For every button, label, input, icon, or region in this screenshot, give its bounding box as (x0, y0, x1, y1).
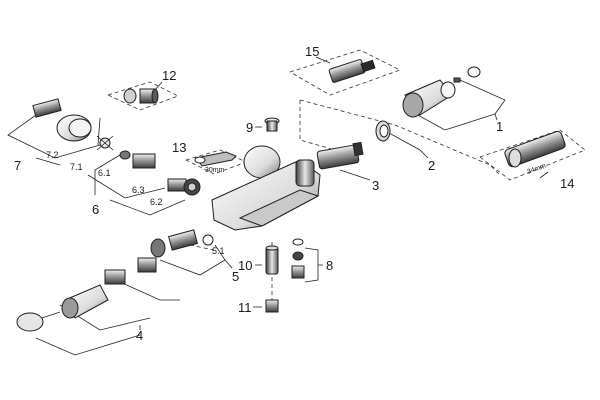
label-4: 4 (136, 328, 143, 343)
label-9: 9 (246, 120, 253, 135)
mixer-body (211, 145, 321, 231)
cartridge-part-15 (328, 59, 376, 83)
ring-part-2 (375, 120, 391, 142)
label-6: 6 (92, 202, 99, 217)
label-10: 10 (238, 258, 252, 273)
label-13: 13 (172, 140, 186, 155)
washer-part-7-1 (96, 135, 114, 151)
spanner-tool-part-13 (194, 151, 237, 167)
nipple-part-12 (123, 88, 159, 104)
label-15: 15 (305, 44, 319, 59)
label-1: 1 (496, 119, 503, 134)
label-2: 2 (428, 158, 435, 173)
handle-part-1 (402, 66, 481, 118)
spanner-size-label: 30mm (205, 167, 225, 174)
valve-part-7 (32, 98, 92, 142)
sleeve-part-14 (504, 130, 566, 168)
label-6-3: 6.3 (132, 185, 145, 195)
label-8: 8 (326, 258, 333, 273)
label-14: 14 (560, 176, 574, 191)
seals-part-8 (291, 238, 305, 279)
label-7: 7 (14, 158, 21, 173)
label-7-2: 7.2 (46, 150, 59, 160)
label-5-1: 5.1 (212, 246, 225, 256)
fitting-part-5 (150, 229, 214, 258)
cap-part-9 (264, 117, 280, 132)
handle-part-4 (16, 257, 157, 332)
label-12: 12 (162, 68, 176, 83)
thermo-cartridge-part-3 (316, 141, 364, 170)
label-11: 11 (238, 300, 252, 315)
nut-part-11 (265, 299, 279, 313)
label-6-2: 6.2 (150, 197, 163, 207)
fitting-part-6 (119, 150, 201, 196)
label-7-1: 7.1 (70, 162, 83, 172)
label-3: 3 (372, 178, 379, 193)
valve-part-10 (265, 245, 279, 275)
label-5: 5 (232, 269, 239, 284)
label-6-1: 6.1 (98, 168, 111, 178)
sleeve-size-label: 34mm (526, 163, 547, 176)
